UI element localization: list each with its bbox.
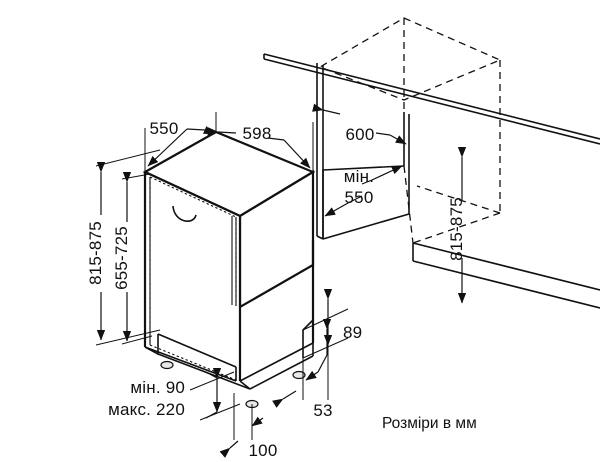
- dim-base-range: мін. 90 макс. 220: [108, 367, 241, 421]
- dim-plinth-depth-53: 53: [272, 318, 332, 420]
- label-100: 100: [249, 441, 278, 460]
- dim-niche-depth-min-550: мін. 550: [324, 165, 403, 217]
- label-815-875-right: 815-875: [447, 197, 466, 261]
- label-655-725: 655-725: [112, 226, 131, 290]
- door-handle-icon: [172, 205, 197, 222]
- label-89: 89: [343, 323, 362, 342]
- foot-front-right: [292, 370, 306, 380]
- niche-outline-dashed: [318, 17, 502, 244]
- label-53: 53: [313, 401, 332, 420]
- dim-depth-550: 550: [144, 112, 217, 172]
- label-550-niche-depth: 550: [345, 188, 374, 207]
- worktop-slab: [263, 53, 600, 145]
- label-min-word: мін.: [344, 167, 374, 186]
- label-550-depth: 550: [150, 119, 179, 138]
- dim-niche-width-600: 600: [312, 103, 407, 145]
- label-598-width: 598: [243, 124, 272, 143]
- label-600-niche: 600: [346, 125, 375, 144]
- units-note: Розміри в мм: [382, 415, 477, 432]
- dim-height-815-875-right: 815-875: [447, 146, 467, 304]
- foot-front-left: [160, 360, 174, 370]
- dim-foot-offset-100: 100: [219, 393, 278, 460]
- dim-width-598: 598: [207, 122, 314, 172]
- dim-height-815-875-left: 815-875: [86, 149, 161, 346]
- dishwasher-body: [142, 130, 316, 409]
- dim-height-655-725: 655-725: [112, 171, 153, 345]
- label-min-90: мін. 90: [130, 378, 185, 397]
- label-815-875-left: 815-875: [86, 221, 105, 285]
- label-max-220: макс. 220: [108, 400, 185, 419]
- floor-slab-right: [412, 242, 600, 309]
